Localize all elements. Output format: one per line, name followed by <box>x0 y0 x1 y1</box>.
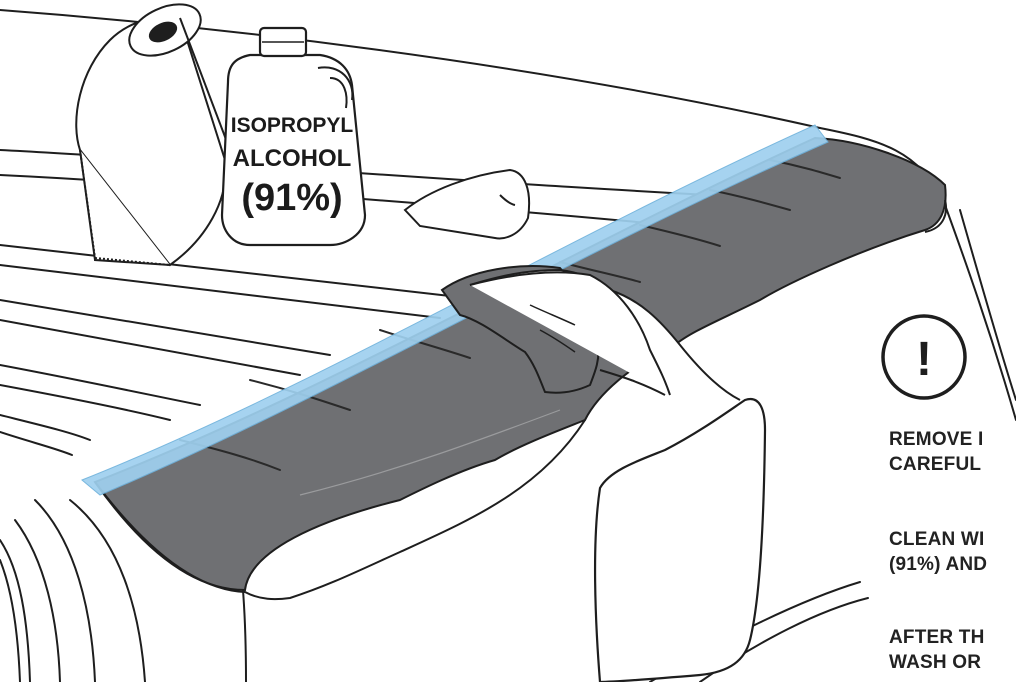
instruction-3-line2: WASH OR <box>889 650 985 675</box>
svg-text:!: ! <box>916 333 932 386</box>
bottle-label-line2: ALCOHOL <box>233 145 352 172</box>
instruction-1-line1: REMOVE I <box>889 427 984 452</box>
side-window <box>595 399 765 682</box>
isopropyl-alcohol-bottle: ISOPROPYL ALCOHOL (91%) <box>222 28 365 245</box>
instruction-step-3: AFTER TH WASH OR <box>889 625 985 675</box>
instruction-step-1: REMOVE I CAREFUL <box>889 427 984 477</box>
instruction-2-line1: CLEAN WI <box>889 527 987 552</box>
shark-fin-antenna <box>405 170 529 238</box>
instruction-1-line2: CAREFUL <box>889 452 984 477</box>
bottle-label-line3: (91%) <box>241 177 342 219</box>
instruction-3-line1: AFTER TH <box>889 625 985 650</box>
exclamation-circle-icon: ! <box>883 316 965 398</box>
instruction-step-2: CLEAN WI (91%) AND <box>889 527 987 577</box>
paper-towel-roll <box>76 0 230 265</box>
instruction-2-line2: (91%) AND <box>889 552 987 577</box>
bottle-label-line1: ISOPROPYL <box>231 114 354 137</box>
